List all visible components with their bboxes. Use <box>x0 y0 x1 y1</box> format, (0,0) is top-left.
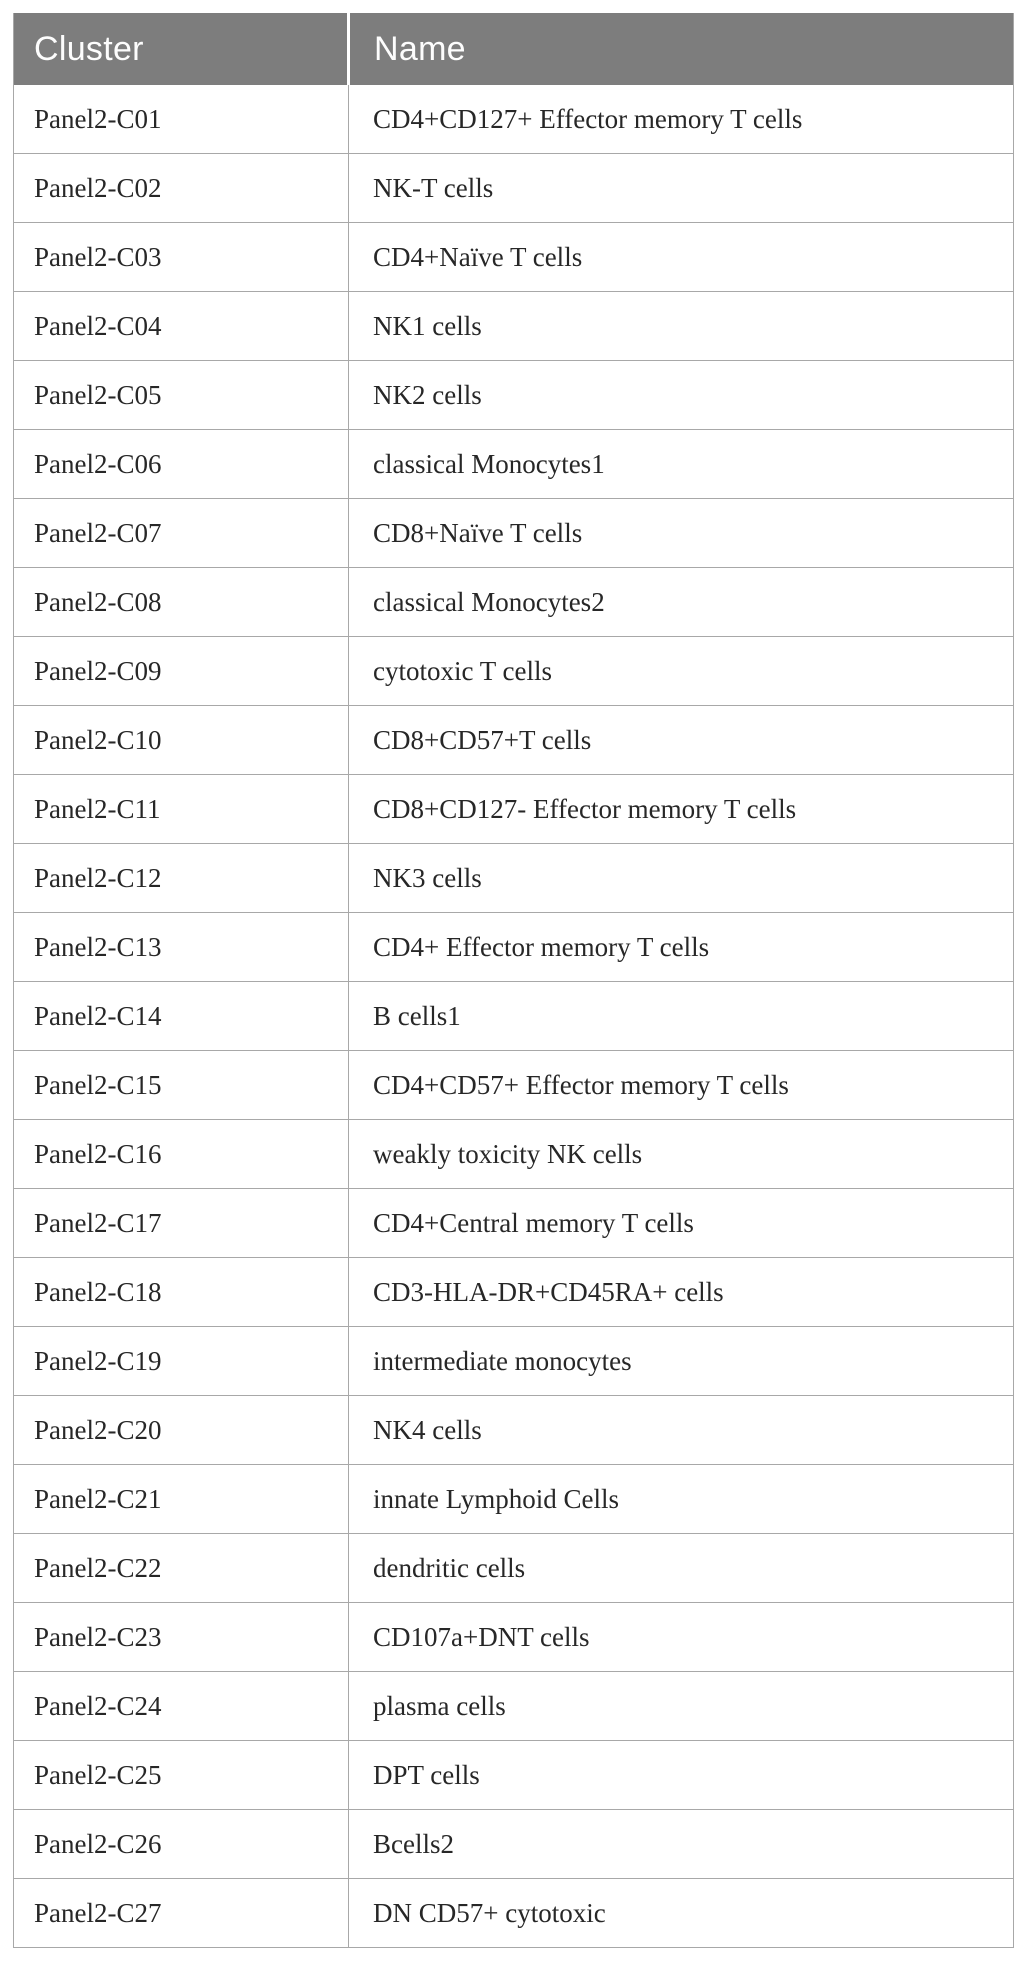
table-row: Panel2-C16 weakly toxicity NK cells <box>13 1119 1014 1189</box>
name-cell: Bcells2 <box>348 1809 1014 1879</box>
cluster-name-table: Cluster Name Panel2-C01 CD4+CD127+ Effec… <box>13 13 1014 1948</box>
cluster-cell: Panel2-C11 <box>13 774 349 844</box>
table-row: Panel2-C20 NK4 cells <box>13 1395 1014 1465</box>
column-header-name: Name <box>347 13 1014 85</box>
table-body: Panel2-C01 CD4+CD127+ Effector memory T … <box>13 85 1014 1948</box>
cluster-cell: Panel2-C04 <box>13 291 349 361</box>
table-header: Cluster Name <box>13 13 1014 85</box>
table-row: Panel2-C26 Bcells2 <box>13 1809 1014 1879</box>
cluster-cell: Panel2-C09 <box>13 636 349 706</box>
name-cell: NK-T cells <box>348 153 1014 223</box>
cluster-cell: Panel2-C12 <box>13 843 349 913</box>
cluster-cell: Panel2-C17 <box>13 1188 349 1258</box>
table-row: Panel2-C01 CD4+CD127+ Effector memory T … <box>13 85 1014 154</box>
name-cell: CD8+CD57+T cells <box>348 705 1014 775</box>
header-row: Cluster Name <box>13 13 1014 85</box>
cluster-cell: Panel2-C16 <box>13 1119 349 1189</box>
table-row: Panel2-C14 B cells1 <box>13 981 1014 1051</box>
name-cell: plasma cells <box>348 1671 1014 1741</box>
table-row: Panel2-C18 CD3-HLA-DR+CD45RA+ cells <box>13 1257 1014 1327</box>
cluster-cell: Panel2-C21 <box>13 1464 349 1534</box>
cluster-cell: Panel2-C18 <box>13 1257 349 1327</box>
table-row: Panel2-C24 plasma cells <box>13 1671 1014 1741</box>
cluster-cell: Panel2-C15 <box>13 1050 349 1120</box>
table-row: Panel2-C21 innate Lymphoid Cells <box>13 1464 1014 1534</box>
table-row: Panel2-C12 NK3 cells <box>13 843 1014 913</box>
cluster-cell: Panel2-C05 <box>13 360 349 430</box>
table-row: Panel2-C22 dendritic cells <box>13 1533 1014 1603</box>
name-cell: innate Lymphoid Cells <box>348 1464 1014 1534</box>
table-row: Panel2-C03 CD4+Naïve T cells <box>13 222 1014 292</box>
table-row: Panel2-C07 CD8+Naïve T cells <box>13 498 1014 568</box>
cluster-cell: Panel2-C08 <box>13 567 349 637</box>
table-row: Panel2-C27 DN CD57+ cytotoxic <box>13 1878 1014 1948</box>
table-row: Panel2-C23 CD107a+DNT cells <box>13 1602 1014 1672</box>
cluster-cell: Panel2-C06 <box>13 429 349 499</box>
table-row: Panel2-C19 intermediate monocytes <box>13 1326 1014 1396</box>
name-cell: dendritic cells <box>348 1533 1014 1603</box>
cluster-cell: Panel2-C07 <box>13 498 349 568</box>
name-cell: CD3-HLA-DR+CD45RA+ cells <box>348 1257 1014 1327</box>
table-row: Panel2-C13 CD4+ Effector memory T cells <box>13 912 1014 982</box>
table-row: Panel2-C17 CD4+Central memory T cells <box>13 1188 1014 1258</box>
cluster-cell: Panel2-C23 <box>13 1602 349 1672</box>
cluster-cell: Panel2-C02 <box>13 153 349 223</box>
name-cell: CD8+Naïve T cells <box>348 498 1014 568</box>
name-cell: B cells1 <box>348 981 1014 1051</box>
name-cell: NK4 cells <box>348 1395 1014 1465</box>
name-cell: weakly toxicity NK cells <box>348 1119 1014 1189</box>
name-cell: CD4+ Effector memory T cells <box>348 912 1014 982</box>
name-cell: cytotoxic T cells <box>348 636 1014 706</box>
name-cell: CD4+Naïve T cells <box>348 222 1014 292</box>
cluster-cell: Panel2-C10 <box>13 705 349 775</box>
table-row: Panel2-C05 NK2 cells <box>13 360 1014 430</box>
name-cell: NK2 cells <box>348 360 1014 430</box>
name-cell: CD4+CD57+ Effector memory T cells <box>348 1050 1014 1120</box>
cluster-cell: Panel2-C24 <box>13 1671 349 1741</box>
table-row: Panel2-C10 CD8+CD57+T cells <box>13 705 1014 775</box>
name-cell: DN CD57+ cytotoxic <box>348 1878 1014 1948</box>
name-cell: NK3 cells <box>348 843 1014 913</box>
cluster-cell: Panel2-C26 <box>13 1809 349 1879</box>
name-cell: CD107a+DNT cells <box>348 1602 1014 1672</box>
table-row: Panel2-C06 classical Monocytes1 <box>13 429 1014 499</box>
cluster-cell: Panel2-C20 <box>13 1395 349 1465</box>
name-cell: classical Monocytes2 <box>348 567 1014 637</box>
table-row: Panel2-C09 cytotoxic T cells <box>13 636 1014 706</box>
cluster-cell: Panel2-C01 <box>13 85 349 154</box>
cluster-name-table-container: Cluster Name Panel2-C01 CD4+CD127+ Effec… <box>13 13 1014 1948</box>
name-cell: DPT cells <box>348 1740 1014 1810</box>
cluster-cell: Panel2-C19 <box>13 1326 349 1396</box>
cluster-cell: Panel2-C14 <box>13 981 349 1051</box>
table-row: Panel2-C25 DPT cells <box>13 1740 1014 1810</box>
name-cell: intermediate monocytes <box>348 1326 1014 1396</box>
name-cell: NK1 cells <box>348 291 1014 361</box>
table-row: Panel2-C08 classical Monocytes2 <box>13 567 1014 637</box>
table-row: Panel2-C02 NK-T cells <box>13 153 1014 223</box>
table-row: Panel2-C11 CD8+CD127- Effector memory T … <box>13 774 1014 844</box>
column-header-cluster: Cluster <box>13 13 349 85</box>
name-cell: CD8+CD127- Effector memory T cells <box>348 774 1014 844</box>
name-cell: CD4+CD127+ Effector memory T cells <box>348 85 1014 154</box>
cluster-cell: Panel2-C03 <box>13 222 349 292</box>
cluster-cell: Panel2-C13 <box>13 912 349 982</box>
cluster-cell: Panel2-C22 <box>13 1533 349 1603</box>
name-cell: CD4+Central memory T cells <box>348 1188 1014 1258</box>
table-row: Panel2-C04 NK1 cells <box>13 291 1014 361</box>
cluster-cell: Panel2-C27 <box>13 1878 349 1948</box>
table-row: Panel2-C15 CD4+CD57+ Effector memory T c… <box>13 1050 1014 1120</box>
cluster-cell: Panel2-C25 <box>13 1740 349 1810</box>
name-cell: classical Monocytes1 <box>348 429 1014 499</box>
